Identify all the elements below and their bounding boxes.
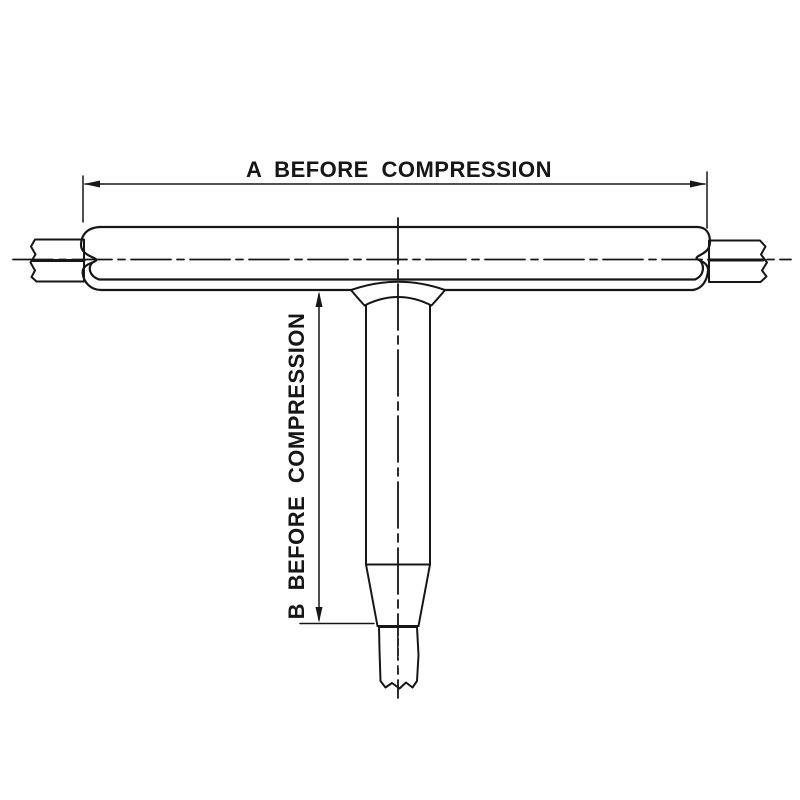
- dim-b-arrow-bottom: [315, 607, 323, 623]
- right-conductor: [707, 239, 768, 283]
- saddle-fillet-band: [350, 280, 446, 307]
- connector-barrel: [79, 225, 712, 292]
- dim-a-label: A BEFORE COMPRESSION: [246, 157, 552, 182]
- dim-b-label: B BEFORE COMPRESSION: [284, 313, 309, 620]
- bottom-conductor-body: [378, 626, 420, 690]
- dim-a-arrow-left: [84, 180, 100, 188]
- right-conductor-body: [708, 239, 768, 283]
- left-conductor: [29, 238, 86, 283]
- dim-b-arrow-top: [315, 291, 323, 307]
- bottom-conductor: [378, 626, 420, 690]
- saddle-fillet: [350, 280, 446, 307]
- barrel-left-cap: [79, 225, 103, 292]
- left-conductor-body: [29, 238, 85, 283]
- bottom-conductor-speckles: [380, 629, 417, 687]
- barrel-bore-line: [88, 259, 704, 281]
- dim-a-arrow-right: [690, 180, 706, 188]
- dimension-a: A BEFORE COMPRESSION: [82, 157, 708, 229]
- barrel-right-cap: [691, 225, 712, 292]
- stem-taper-left-wall: [365, 563, 379, 627]
- dimension-b: B BEFORE COMPRESSION: [284, 291, 375, 625]
- stem-taper-right-wall: [417, 563, 431, 627]
